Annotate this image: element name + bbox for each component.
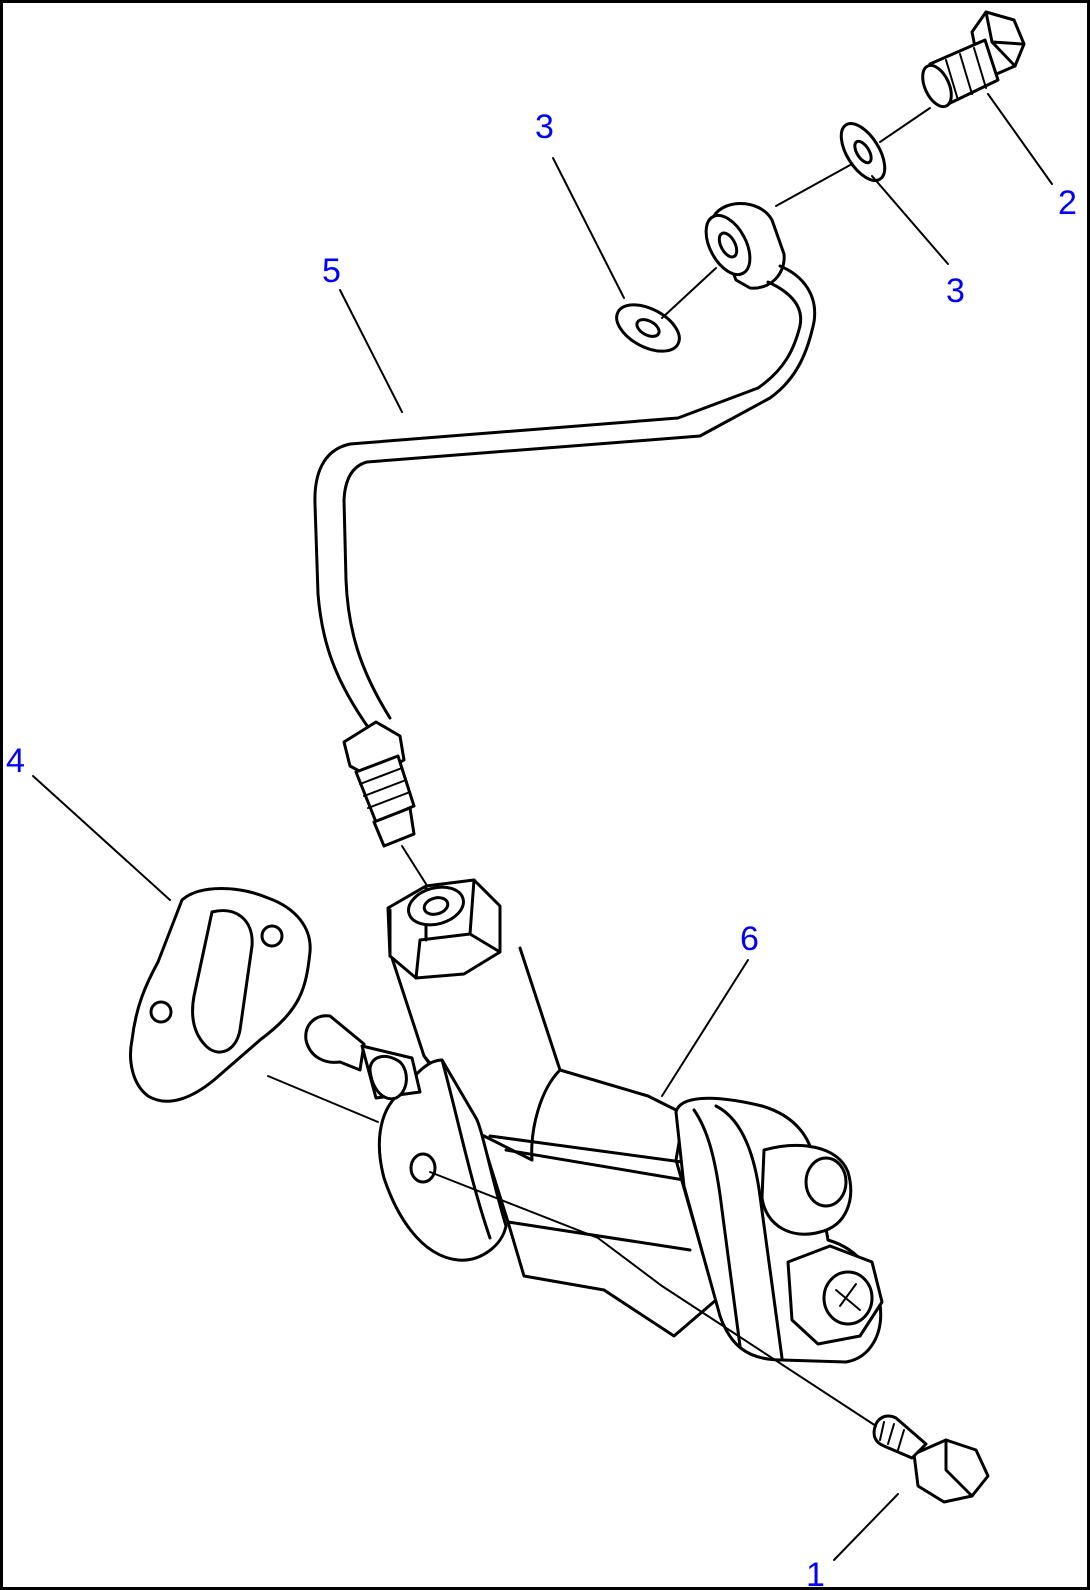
part-4-gasket[interactable]	[129, 887, 312, 1103]
callout-6: 6	[740, 920, 759, 958]
assembly-guide-lines	[267, 107, 931, 1427]
part-3-washer-right[interactable]	[832, 116, 893, 187]
part-6-feed-pump[interactable]	[377, 878, 884, 1364]
callout-3-right: 3	[946, 272, 965, 310]
part-1-bolt[interactable]	[872, 1414, 990, 1504]
callout-4: 4	[6, 742, 25, 780]
callout-2: 2	[1058, 184, 1077, 222]
leader-lines	[32, 93, 1053, 1561]
callout-5: 5	[322, 252, 341, 290]
part-5-fuel-tube[interactable]	[313, 202, 817, 848]
callout-1: 1	[806, 1556, 825, 1590]
callout-labels: 3 2 3 5 4 6 1	[6, 108, 1077, 1590]
callout-3-left: 3	[535, 108, 554, 146]
part-2-banjo-bolt[interactable]	[917, 10, 1026, 111]
mounting-stud[interactable]	[304, 1014, 422, 1101]
